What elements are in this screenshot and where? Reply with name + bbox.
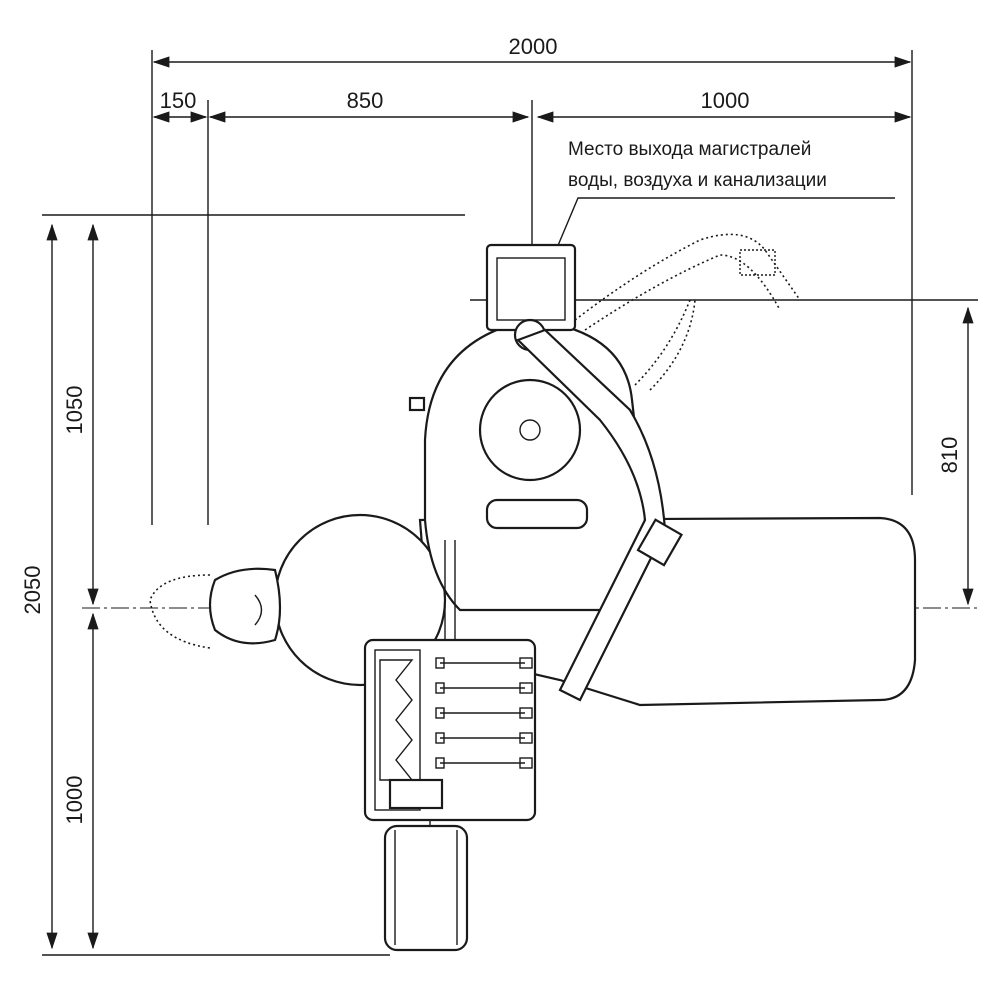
outlet-leader-line (534, 197, 895, 301)
dim-upper-length: 1050 (62, 386, 87, 435)
spittoon (478, 378, 582, 482)
instrument-arm (515, 328, 667, 702)
dim-offset-left: 150 (160, 88, 197, 113)
dim-outlet-to-right: 1000 (701, 88, 750, 113)
lamp-alt-position (574, 233, 801, 321)
dental-chair (149, 233, 917, 707)
instrument-tray (363, 540, 537, 822)
spittoon-base (485, 498, 589, 530)
foot-control (383, 820, 469, 952)
dim-to-outlet: 850 (347, 88, 384, 113)
dim-total-length: 2050 (20, 566, 45, 615)
headrest-alt-position (149, 574, 211, 649)
outlet-note-line2: воды, воздуха и канализации (568, 170, 827, 191)
chair-headrest (208, 567, 282, 645)
dim-total-width: 2000 (509, 34, 558, 59)
dim-outlet-to-axis: 810 (937, 437, 962, 474)
outlet-note-line1: Место выхода магистралей (568, 139, 811, 160)
dimension-lines (46, 56, 974, 950)
dim-lower-length: 1000 (62, 776, 87, 825)
